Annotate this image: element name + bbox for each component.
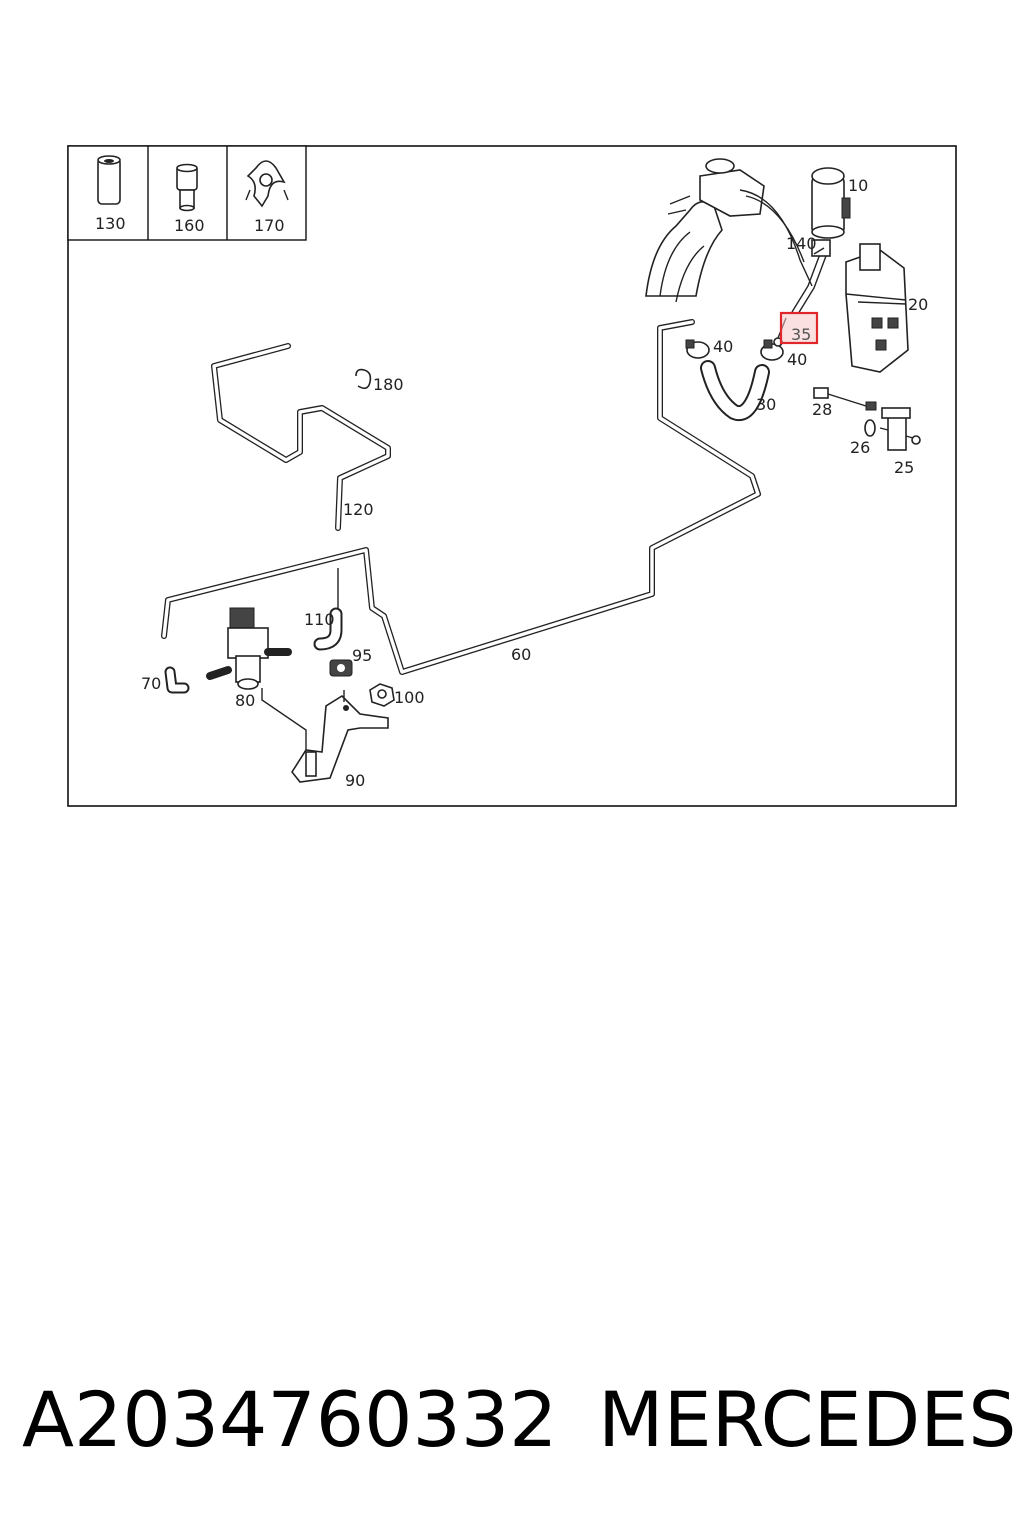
sensor-28	[813, 387, 877, 411]
callout-90: 90	[345, 771, 365, 790]
vent-line-120	[211, 343, 391, 531]
elbow-110	[313, 568, 343, 651]
clamp-40-left	[685, 339, 710, 359]
callout-25: 25	[894, 458, 914, 477]
damper-95	[329, 659, 353, 677]
callout-26: 26	[850, 438, 870, 457]
sleeve-icon	[97, 155, 121, 205]
callout-80: 80	[235, 691, 255, 710]
callout-40-left: 40	[713, 337, 733, 356]
callout-35: 35	[791, 325, 811, 344]
callout-60: 60	[511, 645, 531, 664]
callout-180: 180	[373, 375, 404, 394]
clip-icon	[245, 160, 289, 208]
elbow-70	[164, 666, 190, 694]
callout-10: 10	[848, 176, 868, 195]
valve-25	[879, 407, 921, 451]
brand-name: MERCEDES	[598, 1375, 1017, 1464]
highlight-box-35	[779, 311, 819, 345]
leader-lines	[813, 247, 907, 305]
connector-icon	[176, 163, 198, 212]
legend-label-130: 130	[95, 214, 126, 233]
part-number: A2034760332	[22, 1375, 558, 1464]
callout-140: 140	[786, 234, 817, 253]
callout-28: 28	[812, 400, 832, 419]
callout-110: 110	[304, 610, 335, 629]
callout-70: 70	[141, 674, 161, 693]
callout-95: 95	[352, 646, 372, 665]
callout-40-right: 40	[787, 350, 807, 369]
callout-30: 30	[756, 395, 776, 414]
callout-20: 20	[908, 295, 928, 314]
callout-120: 120	[343, 500, 374, 519]
hose-30	[700, 360, 770, 422]
legend-label-160: 160	[174, 216, 205, 235]
nut-100	[369, 683, 395, 707]
filter-10	[811, 167, 851, 239]
legend-label-170: 170	[254, 216, 285, 235]
diagram-frame	[67, 145, 957, 807]
clip-180	[355, 368, 372, 390]
clamp-40-right	[760, 339, 784, 361]
valve-80	[206, 607, 307, 754]
fuel-line-60	[161, 319, 761, 675]
parts-legend: 130 160 170	[67, 145, 307, 241]
intake-assembly	[645, 158, 813, 303]
callout-100: 100	[394, 688, 425, 707]
o-ring-26	[864, 419, 876, 437]
canister-20	[845, 243, 909, 373]
bracket-90	[291, 690, 389, 783]
